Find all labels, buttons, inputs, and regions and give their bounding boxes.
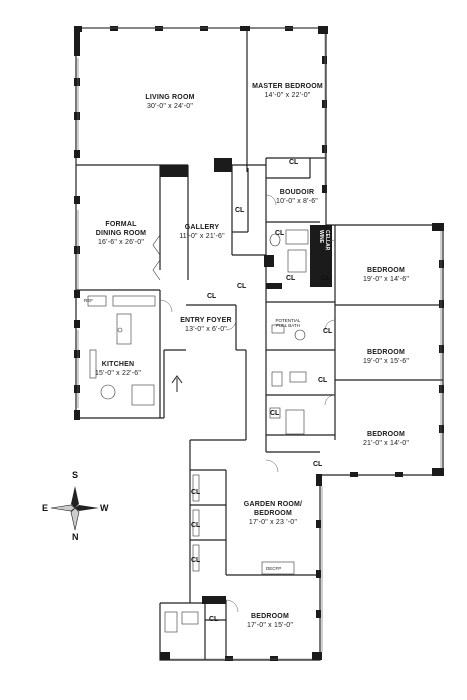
fireplace-label: DECFP xyxy=(266,566,282,571)
room-dimensions: 17'-0" x 15'-0" xyxy=(246,622,294,629)
room-dimensions: 13'-0" x 6'-0" xyxy=(185,326,227,333)
room-label-kitchen: KITCHEN 15'-0" x 22'-6" xyxy=(82,360,154,378)
windows xyxy=(77,27,442,660)
room-label-living-room: LIVING ROOM 30'-0" x 24'-0" xyxy=(120,93,220,111)
potential-bath-label: POTENTIAL FULL BATH xyxy=(268,318,308,328)
potential-bath-line1: POTENTIAL xyxy=(275,318,301,323)
room-dimensions: 14'-0" x 22'-0" xyxy=(264,92,311,99)
room-dimensions: 17'-0" x 23 '-0" xyxy=(248,519,298,526)
closet-label: CL xyxy=(191,489,201,496)
room-label-entry-foyer: ENTRY FOYER 13'-0" x 6'-0" xyxy=(170,316,242,334)
closet-label: CL xyxy=(235,207,245,214)
entry-arrow-icon xyxy=(171,375,183,392)
room-label-bedroom-4: BEDROOM 17'-0" x 15'-0" xyxy=(228,612,312,630)
room-name: ENTRY FOYER xyxy=(180,317,232,324)
compass-rose-icon xyxy=(50,486,99,531)
room-dimensions: 11'-0" x 21'-6" xyxy=(179,233,225,240)
room-label-master-bedroom: MASTER BEDROOM 14'-0" x 22'-0" xyxy=(240,82,335,100)
room-label-bedroom-3: BEDROOM 21'-0" x 14'-0" xyxy=(346,430,426,448)
closet-label: CL xyxy=(318,377,328,384)
room-label-formal-dining-room: FORMAL DINING ROOM 16'-6" x 26'-0" xyxy=(85,220,157,247)
closet-label: CL xyxy=(275,230,285,237)
room-label-garden-room: GARDEN ROOM/ BEDROOM 17'-0" x 23 '-0" xyxy=(228,500,318,527)
closet-label: CL xyxy=(270,410,280,417)
room-dimensions: 19'-0" x 14'-6" xyxy=(362,276,410,283)
room-label-boudoir: BOUDOIR 10'-0" x 8'-6" xyxy=(262,188,332,206)
compass-north-label: N xyxy=(72,532,79,542)
closet-label: CL xyxy=(321,275,331,282)
room-name: BEDROOM xyxy=(367,267,405,274)
room-label-bedroom-2: BEDROOM 19'-0" x 15'-6" xyxy=(346,348,426,366)
room-name-line2: DINING ROOM xyxy=(95,230,147,237)
room-name-line1: FORMAL xyxy=(105,221,137,228)
room-name: BEDROOM xyxy=(251,613,289,620)
compass-west-label: W xyxy=(100,503,109,513)
closet-label: CL xyxy=(313,461,323,468)
compass-south-label: S xyxy=(72,470,79,480)
exterior-walls xyxy=(74,26,444,661)
closet-label: CL xyxy=(286,275,296,282)
closet-label: CL xyxy=(191,557,201,564)
closet-label: CL xyxy=(209,616,219,623)
room-name: MASTER BEDROOM xyxy=(252,83,323,90)
room-name: LIVING ROOM xyxy=(145,94,195,101)
room-name: BEDROOM xyxy=(367,431,405,438)
closet-label: CL xyxy=(289,159,299,166)
room-name-line2: BEDROOM xyxy=(254,510,292,517)
closet-label: CL xyxy=(323,328,333,335)
door-swings xyxy=(159,194,336,613)
compass-east-label: E xyxy=(42,503,49,513)
room-label-gallery: GALLERY 11'-0" x 21'-6" xyxy=(166,223,238,241)
room-dimensions: 10'-0" x 8'-6" xyxy=(276,198,318,205)
room-dimensions: 30'-0" x 24'-0" xyxy=(146,103,194,110)
room-label-bedroom-1: BEDROOM 19'-0" x 14'-6" xyxy=(346,266,426,284)
room-dimensions: 16'-6" x 26'-0" xyxy=(97,239,145,246)
room-name: BEDROOM xyxy=(367,349,405,356)
closet-label: CL xyxy=(191,522,201,529)
room-dimensions: 19'-0" x 15'-6" xyxy=(362,358,410,365)
refrigerator-label: REF xyxy=(84,298,93,303)
wine-cellar-label-line2: CELLAR xyxy=(324,230,330,251)
room-name-line1: GARDEN ROOM/ xyxy=(243,501,303,508)
room-dimensions: 15'-0" x 22'-6" xyxy=(94,370,142,377)
wine-cellar-label-line1: WINE xyxy=(318,230,324,244)
closet-label: CL xyxy=(237,283,247,290)
room-name: GALLERY xyxy=(184,224,220,231)
fixtures xyxy=(87,229,309,633)
room-dimensions: 21'-0" x 14'-0" xyxy=(362,440,410,447)
room-name: BOUDOIR xyxy=(279,189,315,196)
closet-label: CL xyxy=(207,293,217,300)
room-name: KITCHEN xyxy=(101,361,135,368)
potential-bath-line2: FULL BATH xyxy=(276,323,300,328)
